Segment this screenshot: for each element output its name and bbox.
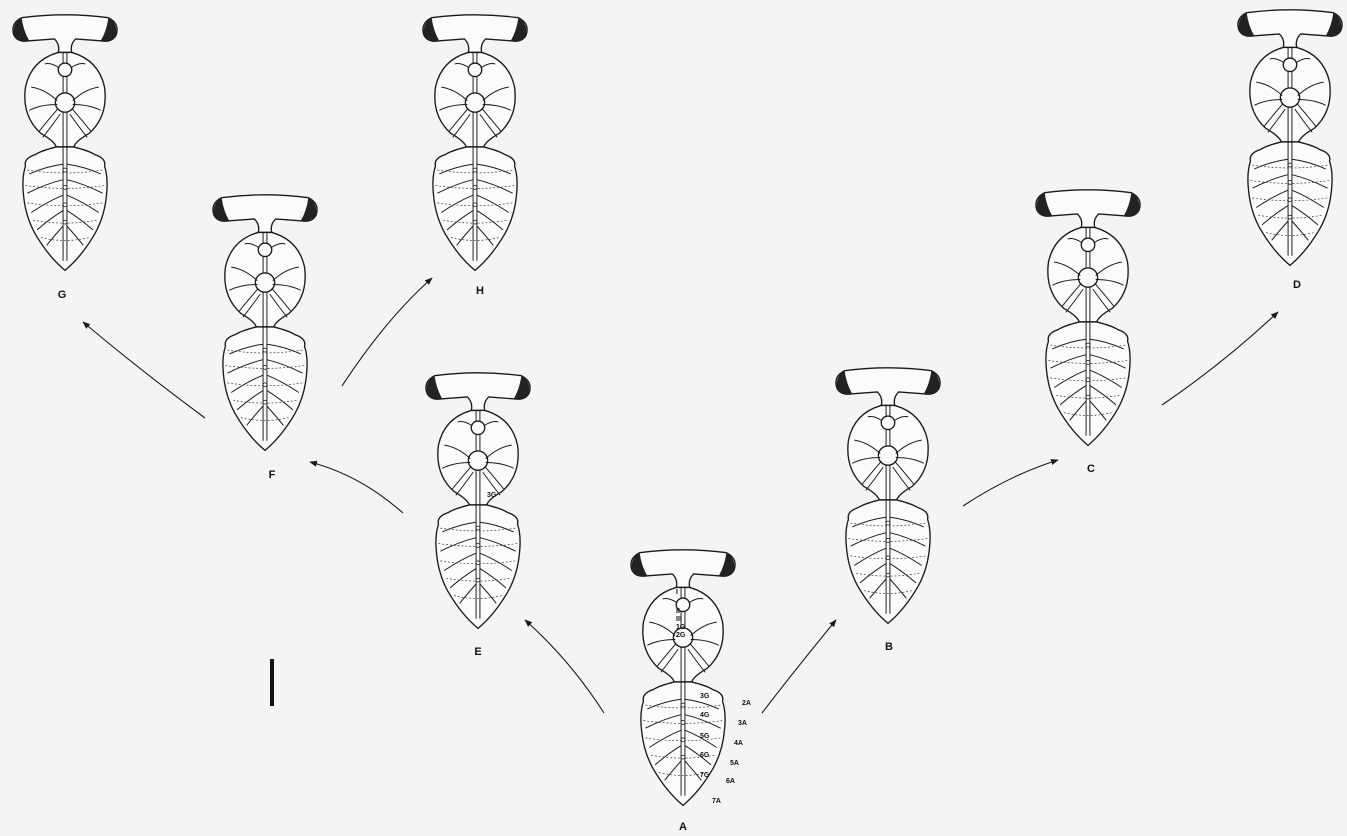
figure-B bbox=[836, 368, 940, 624]
arrow-E-F bbox=[310, 462, 403, 513]
svg-text:5G: 5G bbox=[700, 733, 710, 740]
figure-E bbox=[426, 373, 530, 629]
svg-text:4A: 4A bbox=[734, 740, 743, 747]
svg-text:4G: 4G bbox=[700, 712, 710, 719]
arrow-F-G bbox=[83, 322, 205, 418]
label-A: A bbox=[679, 821, 687, 833]
svg-text:6A: 6A bbox=[726, 778, 735, 785]
svg-text:I: I bbox=[676, 589, 678, 596]
figure-D bbox=[1238, 10, 1342, 266]
arrow-B-C bbox=[963, 460, 1058, 506]
svg-text:5A: 5A bbox=[730, 760, 739, 767]
svg-text:1G: 1G bbox=[676, 624, 686, 631]
figure-A bbox=[631, 550, 735, 806]
figure-G bbox=[13, 15, 117, 271]
scale-bar bbox=[270, 659, 274, 706]
label-B: B bbox=[885, 641, 893, 653]
arrow-C-D bbox=[1162, 312, 1278, 405]
svg-text:2G: 2G bbox=[676, 632, 686, 639]
figure-C bbox=[1036, 190, 1140, 446]
arrow-F-H bbox=[342, 278, 432, 386]
arrow-A-E bbox=[525, 620, 604, 713]
annotation-E: 3G bbox=[487, 492, 497, 499]
label-H: H bbox=[476, 285, 484, 297]
svg-text:6G: 6G bbox=[700, 752, 710, 759]
svg-text:7G: 7G bbox=[700, 772, 710, 779]
svg-text:3A: 3A bbox=[738, 720, 747, 727]
svg-text:7A: 7A bbox=[712, 798, 721, 805]
label-C: C bbox=[1087, 463, 1095, 475]
svg-text:3G: 3G bbox=[700, 693, 710, 700]
svg-text:2A: 2A bbox=[742, 700, 751, 707]
figure-H bbox=[423, 15, 527, 271]
svg-text:II: II bbox=[676, 608, 680, 615]
arrow-A-B bbox=[762, 620, 836, 713]
label-G: G bbox=[58, 289, 67, 301]
label-D: D bbox=[1293, 279, 1301, 291]
svg-text:III: III bbox=[676, 616, 682, 623]
label-E: E bbox=[474, 646, 481, 658]
label-F: F bbox=[269, 469, 276, 481]
figure-F bbox=[213, 195, 317, 451]
